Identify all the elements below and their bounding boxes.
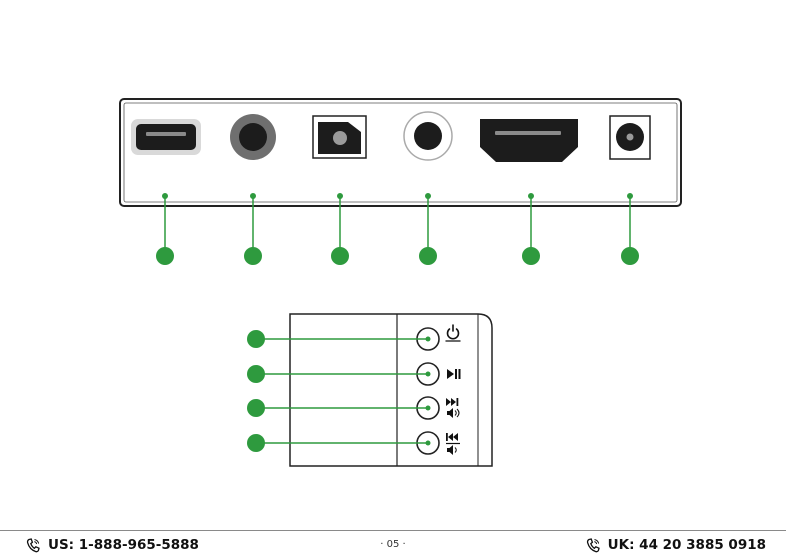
uk-support-line: UK: 44 20 3885 0918 bbox=[586, 536, 766, 554]
av-jack-icon bbox=[230, 114, 276, 160]
audio-jack-icon bbox=[404, 112, 452, 160]
device-diagram bbox=[0, 0, 786, 530]
rear-panel bbox=[120, 99, 681, 206]
phone-icon bbox=[586, 538, 600, 553]
usb-port-icon bbox=[131, 119, 201, 155]
hdmi-port-icon bbox=[480, 119, 578, 162]
uk-support-number: UK: 44 20 3885 0918 bbox=[608, 537, 766, 553]
footer-divider bbox=[0, 530, 786, 531]
